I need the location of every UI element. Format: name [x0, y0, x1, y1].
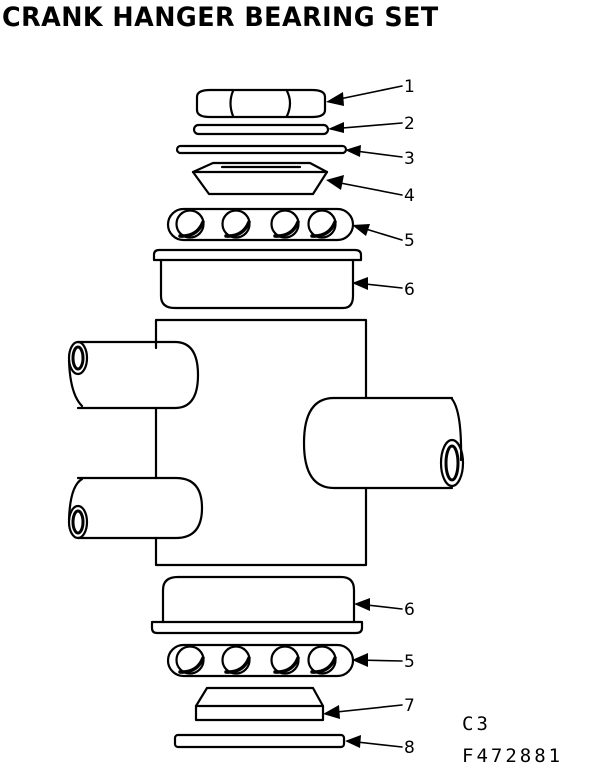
callout-6-lower: 6 [404, 600, 415, 620]
callout-5-lower: 5 [404, 652, 415, 672]
diagram-title: CRANK HANGER BEARING SET [2, 2, 439, 33]
callout-1: 1 [404, 77, 415, 97]
callout-3: 3 [404, 149, 415, 169]
part-6-cup-lower [150, 575, 364, 635]
part-5-ball-retainer-lower [166, 643, 355, 678]
callout-2: 2 [404, 114, 415, 134]
part-2-washer [192, 123, 330, 136]
part-6-cup-upper [152, 248, 363, 310]
callout-4: 4 [404, 186, 415, 206]
part-number: F472881 [462, 745, 563, 767]
arrowheads [323, 92, 370, 748]
callout-6-upper: 6 [404, 280, 415, 300]
upper-left-tube [67, 340, 200, 410]
callout-5-upper: 5 [404, 231, 415, 251]
right-tube [302, 396, 465, 490]
callout-7: 7 [404, 696, 415, 716]
part-1-lock-nut [195, 88, 327, 119]
part-4-cone [191, 161, 329, 196]
callout-8: 8 [404, 738, 415, 758]
part-7-fixed-cup [194, 686, 325, 722]
crank-hanger-shell [67, 318, 465, 567]
part-5-ball-retainer-upper [166, 207, 355, 242]
lower-left-tube [67, 476, 204, 540]
diagram-code: C3 [462, 713, 491, 735]
part-3-thin-washer [175, 144, 348, 155]
callout-labels: 1 2 3 4 5 6 6 5 7 8 [404, 77, 415, 758]
part-8-washer [173, 733, 346, 749]
